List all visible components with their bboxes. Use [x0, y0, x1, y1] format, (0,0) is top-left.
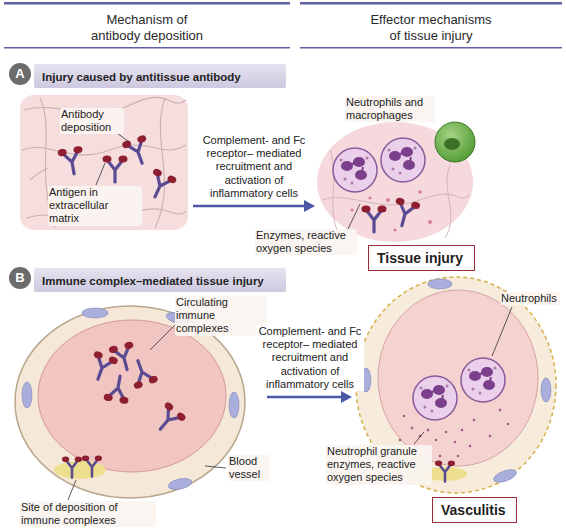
immune-complex — [108, 341, 139, 373]
immune-complex — [103, 374, 132, 404]
panel-letter-text: B — [9, 267, 31, 289]
header-bar — [300, 2, 562, 5]
panel-banner: Immune complex–mediated tissue injury — [34, 268, 286, 292]
box-label: Immune complex–mediated tissue injury — [42, 275, 264, 289]
connector-arrow — [267, 391, 352, 403]
immune-complex — [82, 455, 102, 476]
deposition-site — [54, 461, 106, 479]
arrow-head — [304, 200, 315, 212]
connector-label: Complement- and Fc receptor– mediated re… — [256, 325, 364, 391]
connector-label: Complement- and Fc receptor– mediated re… — [199, 134, 309, 200]
neutrophil — [461, 358, 505, 402]
antibody — [144, 168, 178, 203]
header-bar — [4, 2, 290, 5]
antibody — [103, 156, 128, 183]
macrophage — [435, 122, 475, 162]
extracellular-matrix — [20, 95, 188, 230]
vessel-illustration: Circulating immune complexesBlood vessel… — [5, 292, 267, 500]
panel-letter-text: A — [9, 63, 31, 85]
immune-complex — [62, 456, 82, 477]
outcome-box: Vasculitis — [432, 497, 517, 523]
column-header: Effector mechanisms of tissue injury — [367, 12, 495, 45]
antibody — [57, 146, 86, 176]
column-header: Mechanism of antibody deposition — [83, 12, 211, 45]
inflamed-tissue — [317, 122, 473, 242]
box-label: Injury caused by antitissue antibody — [42, 71, 241, 85]
cell-illustration: Neutrophils and macrophagesEnzymes, reac… — [315, 92, 480, 242]
leader-line — [96, 163, 105, 185]
enzyme-spots — [350, 190, 432, 231]
callout-label: Antigen in extracellular matrix — [48, 186, 142, 226]
panel-letter: A — [9, 63, 31, 85]
vessel-lumen — [38, 320, 226, 472]
header-rule — [300, 47, 562, 49]
callout-label: Site of deposition of immune complexes — [20, 501, 156, 527]
connector-line — [267, 396, 342, 399]
box-label: Vasculitis — [441, 502, 506, 519]
callout-label: Antibody deposition — [60, 108, 124, 134]
leader-line — [68, 480, 76, 500]
arrow-head — [341, 391, 352, 403]
immune-complex — [126, 356, 159, 389]
callout-label: Neutrophil granule enzymes, reactive oxy… — [326, 445, 432, 485]
antibody — [390, 197, 421, 229]
antibody — [362, 206, 387, 233]
leader-line — [150, 322, 178, 350]
callout-label: Neutrophils — [500, 292, 560, 305]
leader-line — [205, 466, 226, 468]
leader-line — [414, 432, 424, 444]
callout-label: Blood vessel — [228, 455, 270, 481]
neutrophil — [333, 148, 377, 192]
immune-complex — [435, 460, 455, 481]
vessel-illustration: NeutrophilsNeutrophil granule enzymes, r… — [352, 270, 560, 496]
matrix-illustration: Antibody depositionAntigen in extracellu… — [15, 90, 193, 236]
callout-label: Neutrophils and macrophages — [345, 96, 435, 122]
vessel-lumen — [378, 290, 538, 466]
antibody — [121, 134, 154, 167]
panel-letter: B — [9, 267, 31, 289]
box-label: Tissue injury — [377, 250, 463, 267]
neutrophil — [381, 138, 425, 182]
leader-line — [348, 204, 360, 229]
callout-label: Circulating immune complexes — [175, 296, 267, 336]
connector-arrow — [193, 200, 315, 212]
header-rule — [4, 47, 290, 49]
connector-line — [193, 205, 305, 208]
leader-line — [492, 307, 512, 356]
immune-complex — [86, 350, 119, 383]
neutrophil — [413, 376, 457, 420]
panel-banner: Injury caused by antitissue antibody — [34, 64, 286, 88]
callout-label: Enzymes, reactive oxygen species — [255, 229, 357, 255]
immune-complex — [151, 401, 187, 437]
outcome-box: Tissue injury — [368, 245, 475, 271]
